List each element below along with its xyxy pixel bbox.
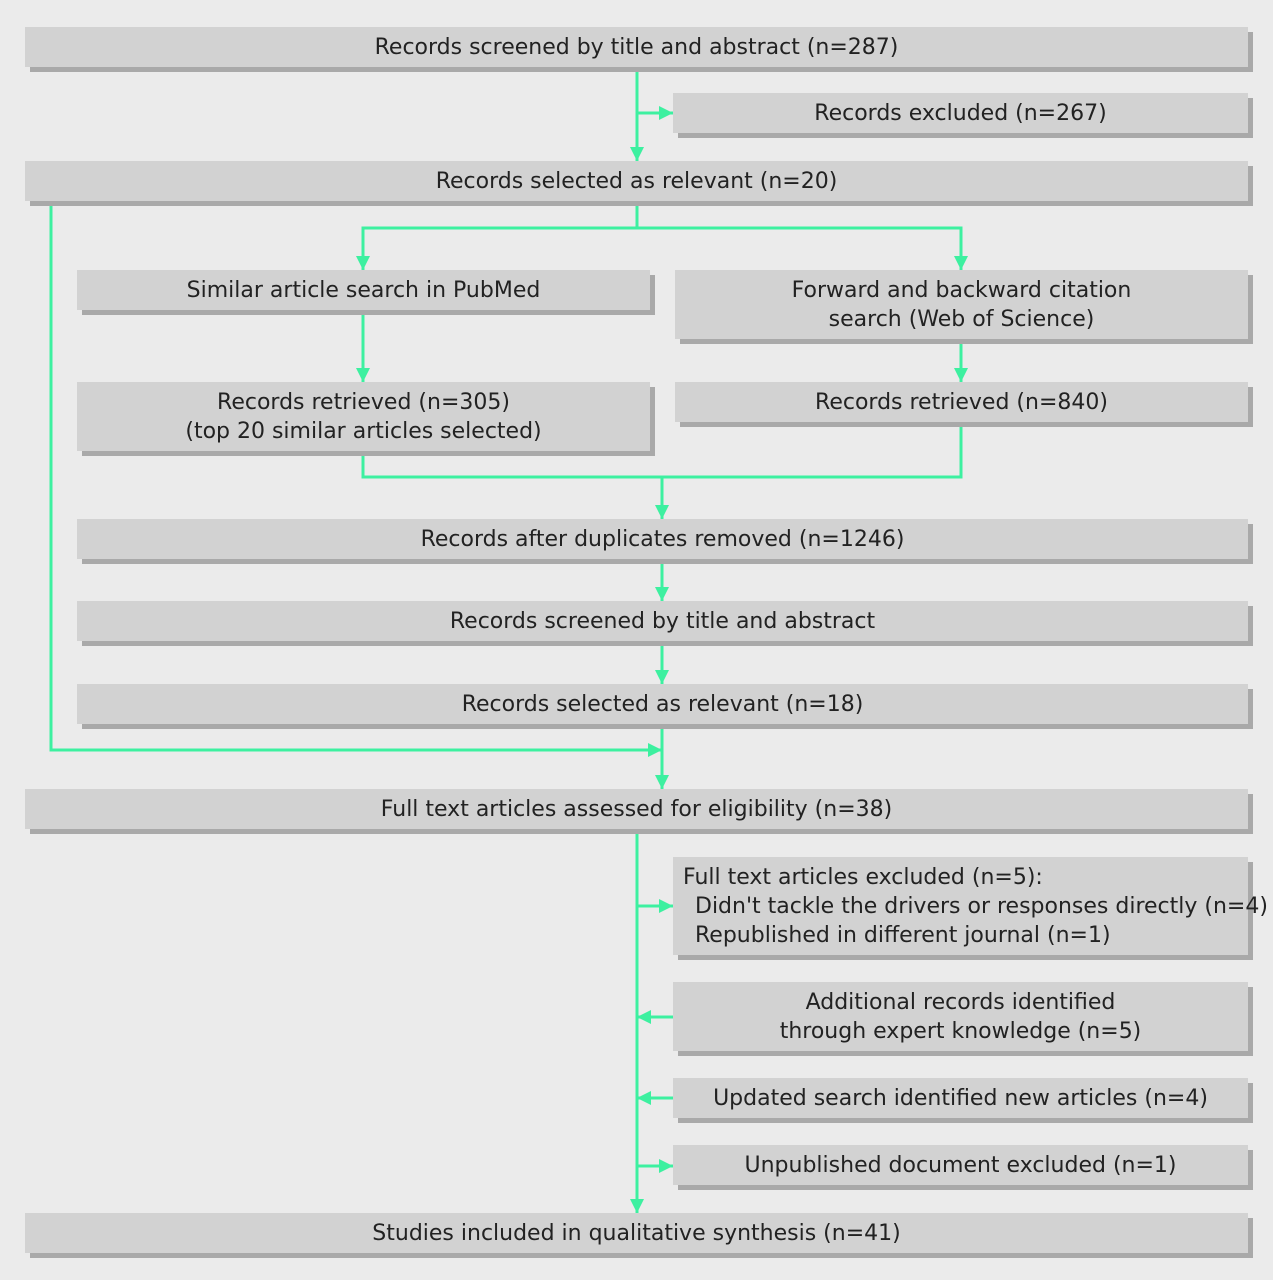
pubmed-retrieved-box: Records retrieved (n=305) (top 20 simila… [77,382,650,451]
box-text: Unpublished document excluded (n=1) [744,1152,1177,1178]
records-excluded-box: Records excluded (n=267) [673,93,1248,133]
arrowhead [630,1199,644,1213]
records-relevant-2-box: Records selected as relevant (n=18) [77,684,1248,724]
duplicates-removed-box: Records after duplicates removed (n=1246… [77,519,1248,559]
box-text: Records screened by title and abstract (… [374,34,899,60]
citation-search-box: Forward and backward citation search (We… [675,270,1248,339]
updated-search-box: Updated search identified new articles (… [673,1078,1248,1118]
records-screened-box: Records screened by title and abstract (… [25,27,1248,67]
box-text: Republished in different journal (n=1) [695,922,1111,948]
box-text: through expert knowledge (n=5) [779,1018,1142,1044]
connector-line [49,201,662,752]
arrowhead [655,505,669,519]
arrowhead [637,1010,651,1024]
box-text: search (Web of Science) [828,306,1095,332]
arrowhead [655,670,669,684]
records-relevant-box: Records selected as relevant (n=20) [25,161,1248,201]
arrowhead [356,256,370,270]
arrowhead [655,587,669,601]
pubmed-search-box: Similar article search in PubMed [77,270,650,310]
box-text: Full text articles assessed for eligibil… [380,796,893,822]
arrowhead [637,1091,651,1105]
box-text: Full text articles excluded (n=5): [683,864,1043,890]
connector-line [361,226,963,270]
arrowhead [659,899,673,913]
box-text: Updated search identified new articles (… [713,1085,1208,1111]
studies-included-box: Studies included in qualitative synthesi… [25,1213,1248,1253]
box-text: Records selected as relevant (n=18) [461,691,864,717]
box-text: Records excluded (n=267) [814,100,1107,126]
box-text: Records screened by title and abstract [449,608,876,634]
arrowhead [356,368,370,382]
fulltext-excluded-box: Full text articles excluded (n=5): Didn'… [673,857,1268,955]
arrowhead [655,775,669,789]
arrowhead [630,147,644,161]
arrowhead [648,743,662,757]
box-text: Forward and backward citation [791,277,1132,303]
box-text: (top 20 similar articles selected) [185,418,542,444]
records-screened-2-box: Records screened by title and abstract [77,601,1248,641]
arrowhead [954,256,968,270]
arrowhead [659,1159,673,1173]
box-text: Similar article search in PubMed [186,277,541,303]
box-text: Records after duplicates removed (n=1246… [420,526,905,552]
box-text: Studies included in qualitative synthesi… [372,1220,901,1246]
box-text: Records retrieved (n=305) [217,389,510,415]
box-text: Additional records identified [805,989,1116,1015]
unpublished-excluded-box: Unpublished document excluded (n=1) [673,1145,1248,1185]
expert-knowledge-box: Additional records identified through ex… [673,982,1248,1051]
wos-retrieved-box: Records retrieved (n=840) [675,382,1248,422]
box-text: Records selected as relevant (n=20) [435,168,838,194]
arrowhead [954,368,968,382]
arrowhead [659,106,673,120]
fulltext-assessed-box: Full text articles assessed for eligibil… [25,789,1248,829]
box-text: Records retrieved (n=840) [815,389,1108,415]
box-text: Didn't tackle the drivers or responses d… [695,893,1268,919]
